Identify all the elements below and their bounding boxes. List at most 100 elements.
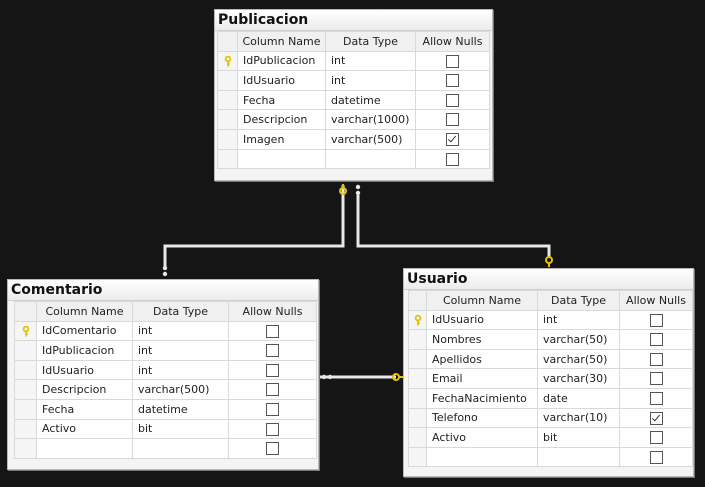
table-title-comentario[interactable]: Comentario <box>8 280 318 301</box>
row-selector[interactable] <box>408 368 427 389</box>
data-type-cell[interactable]: varchar(1000) <box>325 109 416 130</box>
row-selector[interactable] <box>408 446 427 468</box>
allow-nulls-checkbox[interactable] <box>266 324 279 338</box>
relationship-comentario-publicacion[interactable] <box>162 184 347 277</box>
allow-nulls-header[interactable]: Allow Nulls <box>619 290 693 311</box>
data-type-header[interactable]: Data Type <box>325 31 416 52</box>
allow-nulls-checkbox[interactable] <box>266 383 279 397</box>
data-type-cell[interactable]: int <box>132 359 229 381</box>
row-selector[interactable] <box>217 109 238 130</box>
column-name-cell[interactable]: Descripcion <box>36 379 133 400</box>
allow-nulls-checkbox[interactable] <box>649 450 663 464</box>
row-selector[interactable] <box>14 340 37 361</box>
allow-nulls-checkbox[interactable] <box>446 133 459 147</box>
row-selector[interactable] <box>408 329 427 350</box>
row-selector[interactable] <box>217 148 238 170</box>
column-name-cell[interactable]: Nombres <box>426 329 538 350</box>
column-name-cell[interactable]: Descripcion <box>237 109 326 130</box>
column-name-cell[interactable]: Telefono <box>426 407 538 429</box>
allow-nulls-header[interactable]: Allow Nulls <box>415 31 490 52</box>
data-type-cell[interactable]: int <box>325 70 416 91</box>
data-type-cell[interactable]: varchar(50) <box>537 348 620 370</box>
row-selector[interactable] <box>14 418 37 440</box>
new-column-row[interactable] <box>14 438 317 459</box>
allow-nulls-checkbox[interactable] <box>649 313 663 327</box>
column-name-cell[interactable]: IdPublicacion <box>36 340 133 361</box>
column-name-header[interactable]: Column Name <box>36 301 133 322</box>
column-name-cell[interactable]: Activo <box>426 427 538 448</box>
row-selector[interactable] <box>217 50 238 72</box>
allow-nulls-checkbox[interactable] <box>446 54 459 68</box>
row-selector[interactable] <box>14 320 37 342</box>
allow-nulls-checkbox[interactable] <box>266 442 279 456</box>
relationship-comentario-usuario[interactable] <box>320 373 404 381</box>
row-selector[interactable] <box>408 427 427 448</box>
data-type-cell[interactable]: int <box>537 309 620 331</box>
row-selector[interactable] <box>217 128 238 150</box>
column-name-cell[interactable]: Fecha <box>36 398 133 420</box>
column-name-cell[interactable]: IdPublicacion <box>237 50 326 72</box>
data-type-cell[interactable]: bit <box>132 418 229 440</box>
row-selector[interactable] <box>408 309 427 331</box>
data-type-cell-empty[interactable] <box>325 148 416 170</box>
column-name-cell-empty[interactable] <box>36 438 133 459</box>
data-type-cell-empty[interactable] <box>537 446 620 468</box>
data-type-cell[interactable]: bit <box>537 427 620 448</box>
data-type-cell[interactable]: int <box>325 50 416 72</box>
allow-nulls-checkbox[interactable] <box>266 363 279 377</box>
row-selector[interactable] <box>14 379 37 400</box>
column-name-cell[interactable]: IdUsuario <box>237 70 326 91</box>
allow-nulls-checkbox[interactable] <box>446 113 459 127</box>
row-selector[interactable] <box>408 387 427 409</box>
column-name-cell[interactable]: IdComentario <box>36 320 133 342</box>
column-name-cell[interactable]: IdUsuario <box>426 309 538 331</box>
allow-nulls-checkbox[interactable] <box>446 152 459 166</box>
data-type-cell[interactable]: varchar(500) <box>132 379 229 400</box>
data-type-header[interactable]: Data Type <box>132 301 229 322</box>
row-selector[interactable] <box>14 398 37 420</box>
new-column-row[interactable] <box>408 446 693 468</box>
allow-nulls-checkbox[interactable] <box>649 333 663 347</box>
data-type-header[interactable]: Data Type <box>537 290 620 311</box>
data-type-cell[interactable]: date <box>537 387 620 409</box>
column-name-header[interactable]: Column Name <box>237 31 326 52</box>
row-selector[interactable] <box>408 407 427 429</box>
table-title-publicacion[interactable]: Publicacion <box>215 10 492 31</box>
relationship-publicacion-usuario[interactable] <box>355 184 553 267</box>
data-type-cell[interactable]: varchar(10) <box>537 407 620 429</box>
data-type-cell[interactable]: int <box>132 320 229 342</box>
column-name-cell-empty[interactable] <box>237 148 326 170</box>
new-column-row[interactable] <box>217 148 490 170</box>
data-type-cell[interactable]: datetime <box>132 398 229 420</box>
data-type-cell[interactable]: varchar(30) <box>537 368 620 389</box>
column-name-cell[interactable]: Fecha <box>237 89 326 111</box>
row-selector[interactable] <box>14 438 37 459</box>
row-selector[interactable] <box>217 70 238 91</box>
column-name-cell[interactable]: Activo <box>36 418 133 440</box>
row-selector[interactable] <box>14 359 37 381</box>
allow-nulls-checkbox[interactable] <box>649 431 663 445</box>
data-type-cell[interactable]: datetime <box>325 89 416 111</box>
table-title-usuario[interactable]: Usuario <box>404 269 693 290</box>
data-type-cell[interactable]: varchar(500) <box>325 128 416 150</box>
column-name-header[interactable]: Column Name <box>426 290 538 311</box>
column-name-cell[interactable]: IdUsuario <box>36 359 133 381</box>
allow-nulls-checkbox[interactable] <box>266 422 279 436</box>
column-name-cell-empty[interactable] <box>426 446 538 468</box>
